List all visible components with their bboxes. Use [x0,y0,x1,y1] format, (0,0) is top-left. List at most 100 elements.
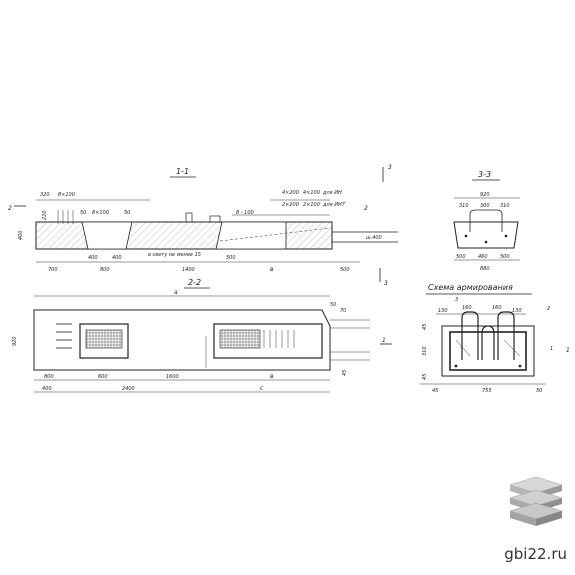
note-top-e: 2×100 [303,202,320,208]
reinforcement-scheme: Схема армирования 3 2 1 130 160 160 130 … [420,283,553,394]
bottom-part-1: 460 [478,254,488,260]
bottom-total: 880 [480,266,490,272]
top-dim-3: 130 [512,308,522,314]
bottom-dim-2: 50 [536,388,542,394]
bottom-dim-1: 755 [482,388,492,394]
note-top-d: 2×200 [282,202,299,208]
dim-top-0: 320 [40,192,50,198]
section-2-2-title: 2-2 [188,278,201,287]
loop-left [461,311,479,360]
note-top-f: для ИН7 [322,202,346,208]
dim-bottom-5: 500 [226,255,236,261]
dim-top-5: 8 - 100 [236,210,254,216]
label-1: 1 [550,346,553,352]
note-top-b: 4×100 [303,190,320,196]
cut-mark-2-right: 2 [364,205,368,212]
left-dim-0: 45 [422,324,428,330]
opening-plan-right [213,323,323,359]
height-small: 220 [42,210,48,220]
dim-top-2: 50 [80,210,86,216]
cut-mark-3-bottom: 3 [384,280,388,287]
top-dim-2: 160 [492,305,502,311]
label-3: 3 [455,297,458,303]
opening-left [81,221,133,250]
beam-body [35,221,333,250]
stirrups-left [57,210,74,224]
reinforcement-frame [441,325,535,377]
bars-right [263,330,295,348]
section-1-1-title: 1-1 [176,167,189,176]
loop-middle [481,325,495,360]
dim-bottom-7: 500 [340,267,350,273]
dim-row1-2: 1600 [166,374,179,380]
right-dim-0: 50 [330,302,336,308]
dim-top-4: 50 [124,210,130,216]
diag-bar [455,339,471,357]
slope-line [219,227,331,242]
dim-bottom-2: 400 [112,255,122,261]
diag-bar [503,339,521,357]
opening-right [215,221,287,250]
height-left: 400 [18,230,24,240]
mesh-left [85,329,123,349]
left-dim-2: 45 [422,374,428,380]
dim-row2-0: 400 [42,386,52,392]
bottom-dim-0: 45 [432,388,438,394]
dim-bottom-6: в [270,266,274,273]
rebar-dot [464,234,468,238]
rebar-dot [454,364,458,368]
reinforcement-title: Схема армирования [428,283,513,292]
top-part-2: 310 [500,203,510,209]
beam-plan [33,309,331,371]
bottom-part-2: 500 [500,254,510,260]
dim-top-3: 8×100 [92,210,109,216]
note-top-c: для ИН [322,190,342,196]
cut-mark-1-right: 1 [566,347,570,354]
rebar-dot [504,234,508,238]
top-part-0: 310 [459,203,469,209]
height-2-2: 920 [12,336,18,346]
dim-row2-1: 2400 [122,386,135,392]
top-dim-0: 130 [438,308,448,314]
dim-bottom-3: 800 [100,267,110,273]
top-dim-1: 160 [462,305,472,311]
cut-mark-3-top: 3 [388,164,392,171]
insert-block [185,212,193,223]
cut-mark-2-top: 2 [8,205,12,212]
rebar-dot [518,364,522,368]
cut-mark-1-left: 1 [382,337,386,344]
dim-row2-2: с [260,385,264,392]
section-3-3-title: 3-3 [478,170,491,179]
dim-top-1: 8×100 [58,192,75,198]
label-2: 2 [547,306,550,312]
dim-row1-0: 800 [44,374,54,380]
right-dim-1: 70 [340,308,346,314]
annotation-clearance: в свету не менее 15 [148,252,201,258]
dim-row1-1: 600 [98,374,108,380]
mesh-right [219,329,261,349]
insert-plate [209,215,221,223]
left-dim-1: 310 [422,346,428,356]
opening-plan-left [79,323,129,359]
loop-right [497,311,515,360]
section-3-3: 3-3 920 310 300 310 500 460 500 880 [453,170,520,272]
section-2-2: 2-2 а 50 70 920 800 600 1600 в [12,278,570,393]
stirrup-3-3 [469,209,503,232]
note-top-a: 4×200 [282,190,299,196]
stirrups-plan-left [56,323,72,349]
top-part-1: 300 [480,203,490,209]
rebar-dot [484,240,488,244]
bottom-part-0: 500 [456,254,466,260]
small-right: 45 [342,370,348,376]
dim-bottom-4: 1400 [182,267,195,273]
section-3-3-body [453,221,519,249]
watermark-text[interactable]: gbi22.ru [504,545,567,563]
section-1-1: 1-1 320 8×100 50 8×100 50 8 - 100 4×200 … [8,164,398,287]
dim-row1-3: в [270,373,274,380]
reinforcement-cage [449,331,527,371]
top-total: 920 [480,192,490,198]
stacked-slabs-icon [509,476,563,526]
dim-bottom-1: 400 [88,255,98,261]
dim-bottom-0: 700 [48,267,58,273]
pipe-label: ш.400 [366,235,382,241]
